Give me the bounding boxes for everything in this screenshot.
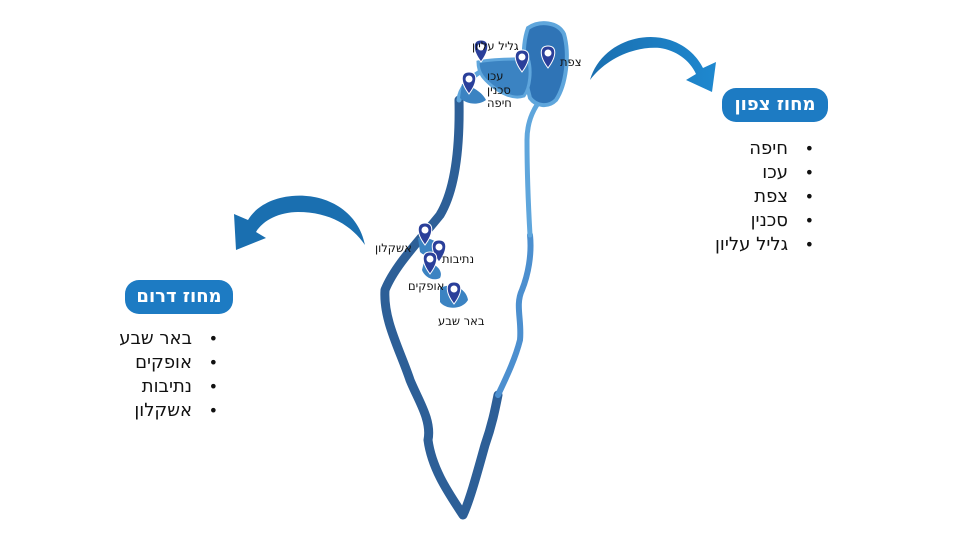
label-haifa: חיפה: [487, 96, 512, 110]
label-sakhnin: סכנין: [487, 83, 511, 97]
pin-galil-elyon-icon: [473, 39, 489, 63]
label-akko: עכו: [487, 69, 503, 83]
pin-ashkelon-icon: [417, 222, 433, 246]
label-galil-elyon: גליל עליון: [472, 39, 519, 53]
label-beer-sheva: באר שבע: [438, 314, 485, 328]
pin-akko-icon: [461, 71, 477, 95]
label-netivot: נתיבות: [442, 252, 474, 266]
map-outline-east: [524, 92, 548, 238]
pin-ofakim-icon: [422, 251, 438, 275]
pin-sakhnin-icon: [514, 49, 530, 73]
pin-safed-icon: [540, 45, 556, 69]
list-item: באר שבע: [119, 327, 218, 351]
label-ashkelon: אשקלון: [375, 241, 412, 255]
list-item: אופקים: [119, 351, 218, 375]
south-arrow-icon: [234, 195, 365, 250]
north-district-list: חיפה עכו צפת סכנין גליל עליון: [715, 137, 814, 257]
list-item: נתיבות: [119, 375, 218, 399]
list-item: אשקלון: [119, 399, 218, 423]
map-outline-south: [380, 95, 503, 520]
map-outline-east-south: [495, 232, 534, 398]
label-ofakim: אופקים: [408, 279, 444, 293]
list-item: עכו: [715, 161, 814, 185]
south-district-list: באר שבע אופקים נתיבות אשקלון: [119, 327, 218, 423]
north-district-title: מחוז צפון: [722, 88, 828, 122]
list-item: סכנין: [715, 209, 814, 233]
north-arrow-icon: [590, 36, 716, 92]
list-item: צפת: [715, 185, 814, 209]
south-district-title: מחוז דרום: [125, 280, 233, 314]
label-safed: צפת: [560, 55, 582, 69]
list-item: גליל עליון: [715, 233, 814, 257]
list-item: חיפה: [715, 137, 814, 161]
pin-beer-sheva-icon: [446, 281, 462, 305]
